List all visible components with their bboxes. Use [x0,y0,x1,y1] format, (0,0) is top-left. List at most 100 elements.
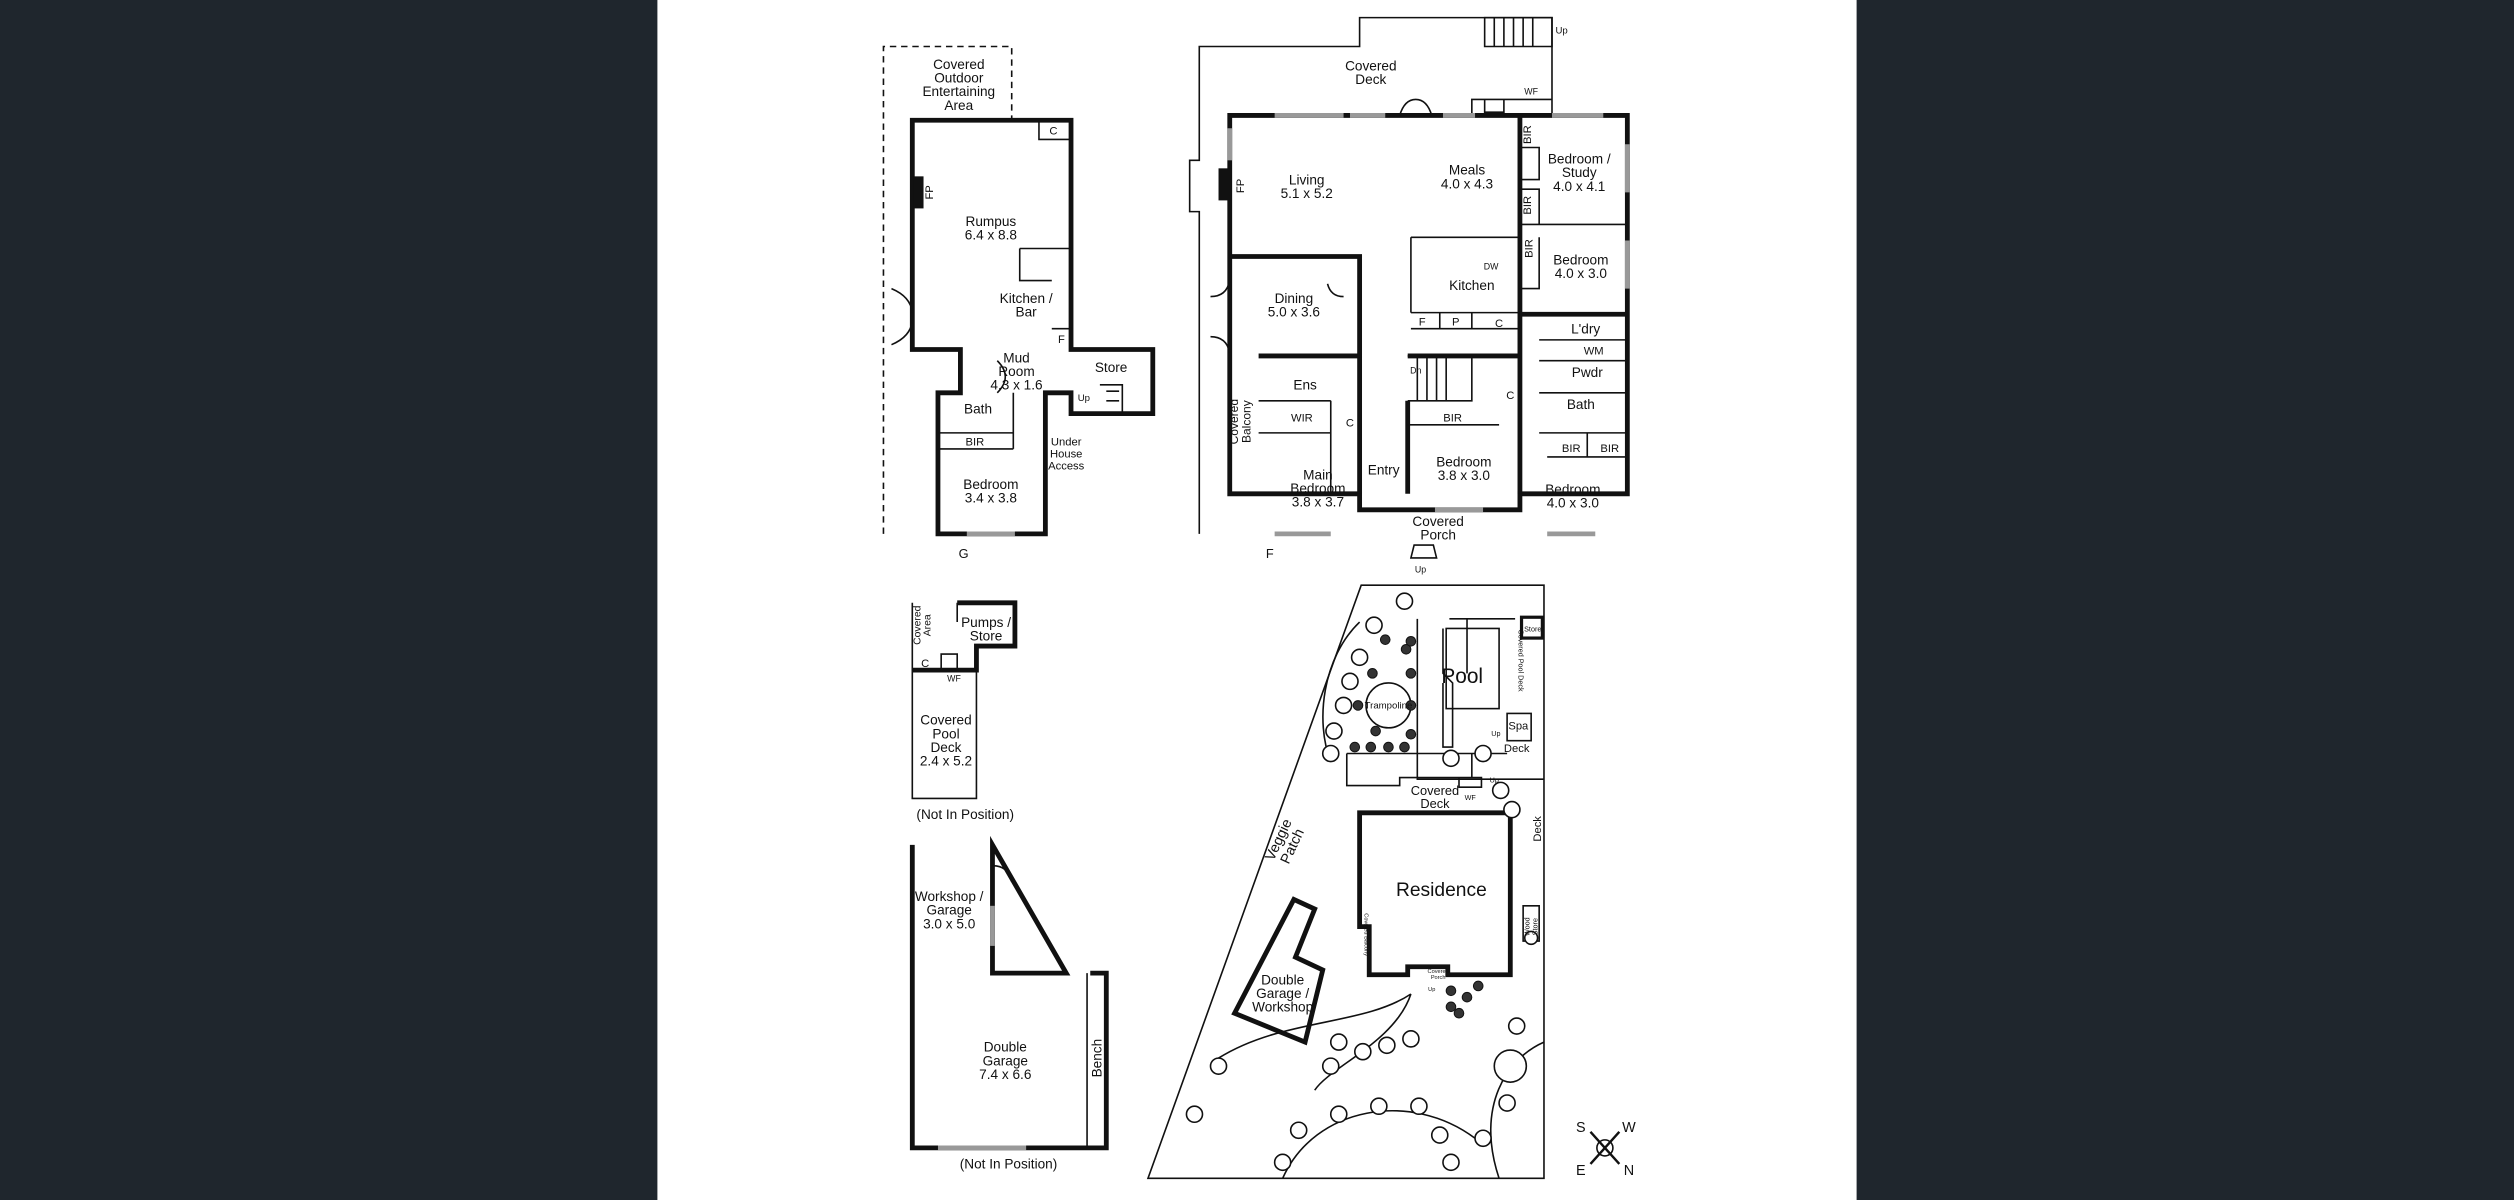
site-plan-up2-label: Up [1490,775,1499,784]
label-line: Rumpus [966,214,1017,229]
first-floor-pwdr-label: Pwdr [1572,365,1603,380]
label-line: 4.0 x 3.0 [1547,495,1600,510]
room-labels: GCoveredOutdoorEntertainingAreaRumpus6.4… [912,26,1619,1172]
label-line: BIR [1443,413,1462,425]
label-line: WF [1524,87,1538,97]
site-plan [1146,584,1545,1180]
label-line: FP [1235,179,1247,193]
ground-floor-f-label: F [1058,334,1065,346]
ground-floor-fp-label: FP [924,185,936,199]
plan-sheet [657,0,1857,1200]
label-line: Meals [1449,163,1485,178]
label-line: Store [1524,625,1541,634]
first-floor-bir2-label: BIR [1522,196,1534,215]
label-line: Deck [1420,796,1450,811]
first-floor-wm-label: WM [1584,345,1604,357]
garage-note-label: (Not In Position) [960,1157,1058,1172]
label-line: L'dry [1571,321,1600,336]
pool-house-wf-label: WF [947,673,961,683]
label-line: Pwdr [1572,365,1603,380]
first-floor-plan [1188,16,1630,559]
label-line: Up [1428,987,1435,993]
label-line: BIR [1522,125,1534,144]
label-line: Residence [1396,880,1487,901]
label-line: Deck [930,740,961,755]
label-line: Covered [1227,399,1241,444]
label-line: Double [984,1040,1027,1055]
label-line: Ens [1293,378,1317,393]
label-line: Covered Pool Deck [1516,629,1525,691]
label-line: 2.4 x 5.2 [920,754,972,769]
site-plan-deck2-label: Deck [1532,816,1544,842]
first-floor-p-label: P [1452,316,1459,328]
label-line: Bedroom / [1548,152,1611,167]
label-line: Access [1048,461,1085,473]
label-line: Outdoor [934,71,984,86]
label-line: Covered [920,713,971,728]
label-line: BIR [1600,443,1619,455]
site-plan-covered-balcony-label: Covered Balcony [1362,913,1368,956]
label-line: Workshop / [915,889,984,904]
label-line: Covered [1345,59,1396,74]
ground-floor-store-label: Store [1095,360,1128,375]
label-line: (Not In Position) [960,1157,1058,1172]
label-line: Workshop [1252,1000,1313,1015]
label-line: House [1050,449,1082,461]
ground-floor-title-label: G [959,546,969,561]
label-line: Store [1531,918,1540,935]
label-line: F [1058,334,1065,346]
label-line: WM [1584,345,1604,357]
label-line: 4.3 x 1.6 [990,378,1042,393]
first-floor-c1-label: C [1495,318,1503,330]
site-plan-wf-label: WF [1465,793,1477,802]
label-line: 4.0 x 3.0 [1555,266,1608,281]
label-line: Pool [932,726,959,741]
label-line: C [1495,318,1503,330]
label-line: Covered [1428,969,1449,975]
label-line: Under [1051,437,1082,449]
label-line: 4.0 x 4.3 [1441,176,1493,191]
first-floor-bir1-label: BIR [1522,125,1534,144]
first-floor-c2-label: C [1506,390,1514,402]
first-floor-up-porch-label: Up [1415,564,1426,574]
first-floor-title-label: F [1266,546,1274,561]
first-floor-fp-label: FP [1235,179,1247,193]
label-line: Covered [933,57,984,72]
label-line: 5.1 x 5.2 [1281,186,1333,201]
label-line: Spa [1508,720,1529,732]
label-line: Covered [1412,514,1463,529]
tree-icons [1185,592,1539,1172]
first-floor-wf-label: WF [1524,87,1538,97]
first-floor-bir4-label: BIR [1443,413,1462,425]
label-line: Garage [983,1053,1028,1068]
first-floor-ens-label: Ens [1293,378,1317,393]
label-line: Up [1078,393,1090,404]
site-plan-deck1-label: Deck [1504,743,1530,755]
pool-house-plan [911,600,1018,800]
label-line: Dining [1275,291,1314,306]
label-line: Bench [1089,1039,1104,1078]
label-line: 3.0 x 5.0 [923,916,976,931]
label-line: Garage [926,903,971,918]
label-line: 3.8 x 3.7 [1292,495,1344,510]
label-line: Store [970,628,1003,643]
site-plan-up3-label: Up [1428,987,1435,993]
site-plan-residence-label: Residence [1396,880,1487,901]
label-line: BIR [1562,443,1581,455]
first-floor-dw-label: DW [1484,261,1499,271]
label-line: Bar [1016,305,1038,320]
label-line: 4.0 x 4.1 [1553,179,1605,194]
label-line: Pumps / [961,615,1011,630]
label-line: (Not In Position) [916,807,1014,822]
first-floor-bir6-label: BIR [1600,443,1619,455]
pool-house-c-label: C [921,658,929,670]
compass-w: W [1622,1120,1636,1136]
